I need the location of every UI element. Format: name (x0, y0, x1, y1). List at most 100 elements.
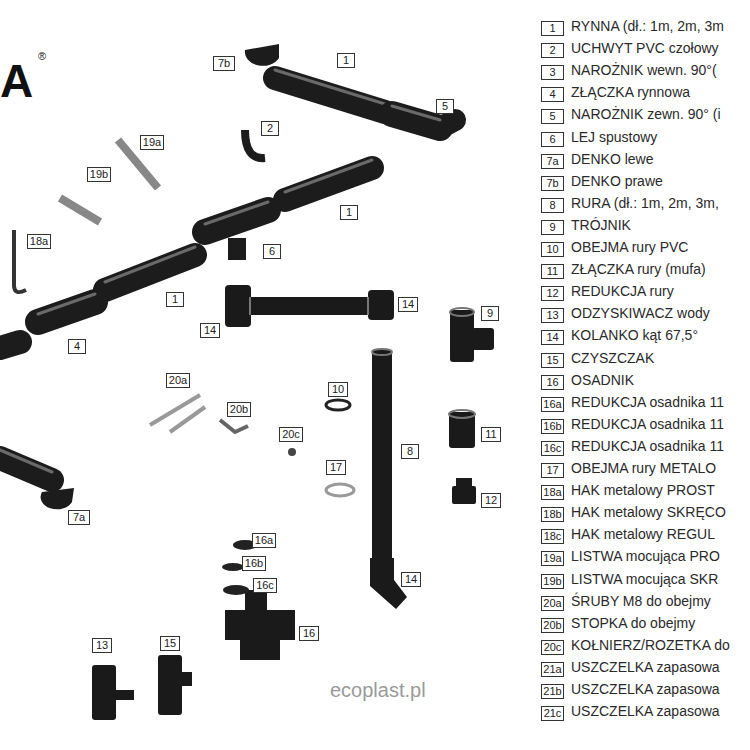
number-text: 20c (282, 429, 300, 440)
number-text: 16a (543, 399, 561, 410)
number-text: 1 (346, 207, 352, 218)
list-number: 15 (541, 353, 564, 368)
mounting-strip (60, 198, 100, 222)
number-text: 21c (544, 708, 562, 719)
list-number: 16b (541, 419, 564, 434)
list-number: 14 (541, 330, 564, 345)
part-name: RURA (dł.: 1m, 2m, 3m, (571, 196, 719, 211)
pipes (92, 285, 494, 720)
pipe-clamp (326, 400, 350, 410)
part-name: KOLANKO kąt 67,5° (571, 328, 698, 343)
number-text: 7a (546, 156, 558, 167)
part-name: NAROŻNIK zewn. 90° (i (571, 107, 721, 122)
end-cap (245, 44, 279, 66)
callout-number: 13 (92, 638, 112, 653)
callout-number: 19a (140, 135, 164, 150)
number-text: 19a (143, 137, 161, 148)
callout-number: 6 (263, 244, 281, 259)
brand-logo: A (0, 56, 33, 107)
callout-number: 18a (27, 234, 51, 249)
list-number: 17 (541, 463, 564, 478)
callout-number: 9 (481, 306, 499, 321)
callout-number: 1 (337, 53, 355, 68)
watermark: ecoplast.pl (330, 679, 426, 701)
list-number: 20c (541, 640, 564, 655)
part-name: OSADNIK (571, 373, 634, 388)
part-name: REDUKCJA osadnika 11 (571, 439, 724, 454)
part-name: KOŁNIERZ/ROZETKA do (571, 638, 730, 653)
list-number: 16c (541, 441, 564, 456)
metal-clamp (326, 484, 354, 496)
callout-number: 5 (436, 99, 454, 114)
number-text: 16b (245, 558, 263, 569)
part-name: USZCZELKA zapasowa (571, 660, 720, 675)
number-text: 13 (546, 310, 558, 321)
number-text: 5 (549, 111, 555, 122)
number-text: 20a (543, 598, 561, 609)
number-text: 1 (549, 23, 555, 34)
callout-number: 16a (252, 533, 276, 548)
part-name: CZYSZCZAK (571, 351, 654, 366)
number-text: 19b (90, 169, 108, 180)
list-number: 11 (541, 264, 564, 279)
screw (170, 407, 205, 432)
number-text: 20c (544, 642, 562, 653)
number-text: 18a (30, 236, 48, 247)
part-name: HAK metalowy REGUL (571, 527, 715, 542)
list-number: 13 (541, 308, 564, 323)
callout-number: 19b (87, 167, 111, 182)
callout-number: 16b (242, 556, 266, 571)
number-text: 2 (267, 123, 273, 134)
callout-number: 20b (227, 402, 251, 417)
part-name: DENKO prawe (571, 174, 663, 189)
part-name: REDUKCJA rury (571, 284, 674, 299)
number-text: 14 (546, 332, 558, 343)
part-name: LISTWA mocująca SKR (571, 572, 718, 587)
number-text: 4 (549, 89, 555, 100)
clamp-foot (220, 420, 248, 432)
list-number: 5 (541, 109, 564, 124)
part-name: ŚRUBY M8 do obejmy (571, 594, 711, 609)
callout-number: 12 (481, 493, 501, 508)
part-name: LISTWA mocująca PRO (571, 549, 720, 564)
part-name: ZŁĄCZKA rury (mufa) (571, 262, 706, 277)
number-text: 21a (543, 664, 561, 675)
list-number: 7b (541, 176, 564, 191)
list-number: 16a (541, 397, 564, 412)
part-name: HAK metalowy PROST (571, 483, 715, 498)
number-text: 14 (204, 325, 216, 336)
part-name: NAROŻNIK wewn. 90°( (571, 63, 717, 78)
callout-number: 20a (166, 373, 190, 388)
callout-number: 1 (166, 292, 184, 307)
part-name: ODZYSKIWACZ wody (571, 306, 710, 321)
number-text: 17 (546, 465, 558, 476)
list-number: 18c (541, 529, 564, 544)
number-text: 9 (549, 222, 555, 233)
callout-number: 14 (398, 297, 418, 312)
number-text: 14 (405, 574, 417, 585)
list-number: 16 (541, 375, 564, 390)
callout-number: 10 (328, 382, 348, 397)
part-name: ZŁĄCZKA rynnowa (571, 85, 690, 100)
number-text: 7b (218, 58, 230, 69)
number-text: 16b (543, 421, 561, 432)
number-text: 19b (543, 576, 561, 587)
reduction-ring (222, 563, 244, 571)
number-text: 8 (407, 446, 413, 457)
number-text: 8 (549, 200, 555, 211)
number-text: 16c (544, 443, 562, 454)
number-text: 15 (546, 355, 558, 366)
reduction-ring (223, 585, 249, 595)
callout-number: 11 (481, 427, 501, 442)
number-text: 18c (544, 531, 562, 542)
number-text: 9 (487, 308, 493, 319)
number-text: 11 (547, 266, 558, 277)
callout-number: 7a (68, 510, 90, 525)
list-number: 18a (541, 485, 564, 500)
number-text: 1 (172, 294, 178, 305)
list-number: 10 (541, 242, 564, 257)
pipe-rings (250, 297, 475, 418)
part-name: TRÓJNIK (571, 218, 631, 233)
list-number: 9 (541, 220, 564, 235)
part-name: OBEJMA rury PVC (571, 240, 688, 255)
